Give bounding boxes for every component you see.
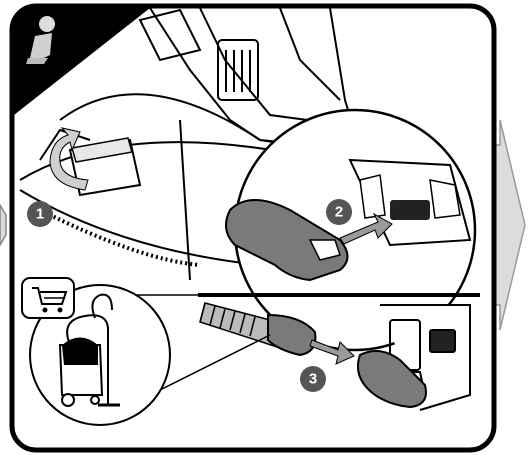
chevron-left-icon[interactable] xyxy=(0,205,6,245)
step-1-number: 1 xyxy=(36,206,44,223)
step-1-badge: 1 xyxy=(27,201,53,227)
step-2-number: 2 xyxy=(335,204,343,221)
step-2-badge: 2 xyxy=(326,199,352,225)
step-3-number: 3 xyxy=(309,371,317,388)
shopping-cart-icon[interactable] xyxy=(22,278,74,318)
left-nav-arrow[interactable] xyxy=(0,205,6,245)
step-3-badge: 3 xyxy=(300,366,326,392)
